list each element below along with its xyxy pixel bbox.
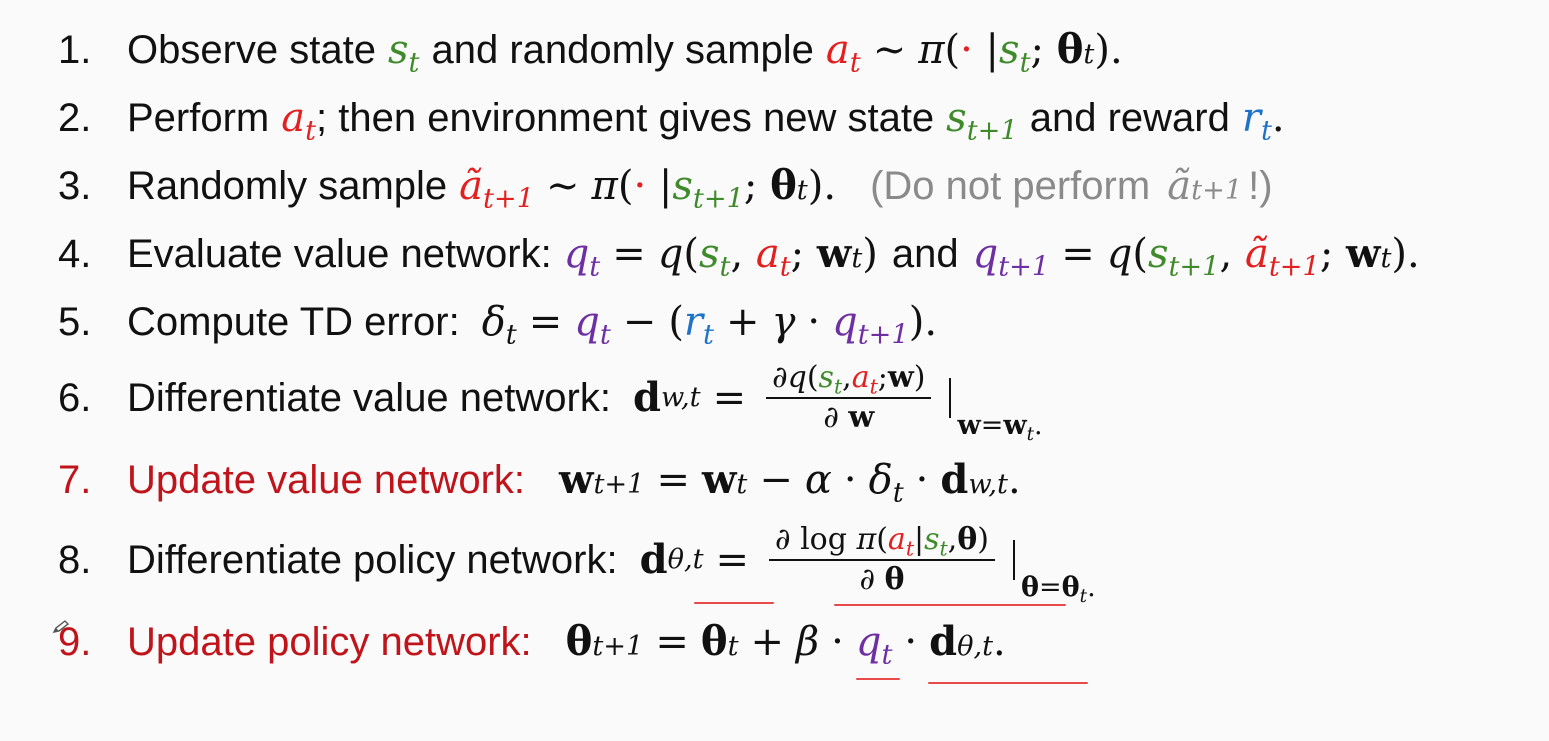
step-1: 1. Observe state st and randomly sample … [58,16,1548,84]
step-text: Differentiate value network: [127,376,611,420]
step-5: 5. Compute TD error: δt=qt−(rt+γ·qt+1). [58,288,1548,356]
underline-policy-gradient [834,604,1066,606]
underline-q-d [928,682,1088,684]
formula: st+1 [946,95,1018,147]
formula: δt=qt−(rt+γ·qt+1). [481,299,938,351]
underline-beta [856,678,900,680]
step-number: 2. [58,96,92,140]
step-number: 4. [58,232,92,276]
step-text: Compute TD error: [127,300,460,344]
step-text: Observe state [127,28,377,72]
step-text-2: ; then environment gives new state [316,96,935,140]
step-number: 6. [58,376,92,420]
step-number: 5. [58,300,92,344]
formula: rt. [1241,95,1285,147]
step-text-3: and reward [1029,96,1230,140]
step-text: Differentiate policy network: [127,538,618,582]
step-4: 4. Evaluate value network: qt=q(st, at; … [58,220,1548,288]
step-text: Randomly sample [127,164,448,208]
underline-d-theta [694,602,774,604]
step-text: Update value network: [127,458,526,502]
step-2: 2. Perform at ; then environment gives n… [58,84,1548,152]
step-text: Evaluate value network: [127,232,552,276]
step-number: 9. [58,620,92,664]
formula: st [388,27,420,79]
step-text-2: and [891,232,959,276]
fraction: ∂q(st,at;w) ∂ w [766,363,932,433]
step-number: 8. [58,538,92,582]
step-text: Perform [127,96,270,140]
formula: at [281,95,317,147]
step-number: 7. [58,458,92,502]
step-text: Update policy network: [127,620,532,664]
step-number: 3. [58,164,92,208]
pencil-cursor-icon [52,620,70,633]
step-number: 1. [58,28,92,72]
fraction: ∂ log π(at|st,θ) ∂ θ [769,525,996,595]
step-text-2: and randomly sample [431,28,814,72]
